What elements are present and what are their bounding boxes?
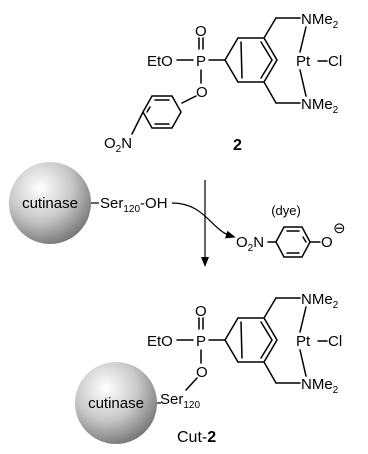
dye-annotation: (dye) [271,203,301,218]
product-amine-top: NMe2 [301,291,339,311]
n-pt-bond-bottom [299,69,307,97]
ch2-arm-top [263,17,277,39]
phenolate-ring [275,226,311,258]
nitro-bond [131,111,144,135]
compound-label-2: 2 [233,137,242,154]
cutinase-label-top: cutinase [22,195,78,212]
negative-charge: ⊖ [333,220,346,237]
product-n-pt-bond-top [299,306,307,333]
product-oxo-oxygen: O [195,303,207,320]
product-platinum-atom: Pt [296,333,311,350]
product-pincer-ring [224,317,278,363]
amine-top: NMe2 [301,11,339,31]
product-ch2-arm-top [263,297,277,319]
product-ch2-arm-bottom [263,361,277,384]
cutinase-label-bottom: cutinase [88,395,144,412]
curved-arrow [171,202,236,239]
phenolate-oxygen: O [321,234,333,251]
compound-label-cut-2: Cut-2 [177,429,216,446]
product-amine-bottom: NMe2 [301,376,339,396]
pincer-aryl-ring [224,37,278,83]
ethoxy-group: EtO [147,53,173,70]
ester-oxygen: O [196,84,208,101]
oxo-oxygen: O [195,23,207,40]
cutinase-sphere-top [9,162,91,244]
platinum-atom: Pt [296,53,311,70]
product-cut-2: NMe2 NMe2 Pt Cl O P EtO O cutinase Ser12… [75,291,342,446]
n-pt-bond-top [299,26,307,53]
o-aryl-bond [181,95,197,104]
serine-hydroxyl: Ser120-OH [100,195,168,215]
compound-2: NMe2 NMe2 Pt Cl O P EtO O O2N 2 [104,11,342,155]
product-o-ser-bond [185,377,198,391]
product-ethoxy-group: EtO [147,333,173,350]
chloride: Cl [328,53,342,70]
leaving-nitro-group: O2N [236,234,264,254]
nitrophenyl-ring [142,95,182,129]
cutinase-sphere-bottom [75,362,157,444]
ch2-arm-bottom [263,81,277,104]
product-n-pt-bond-bottom [299,349,307,377]
product-serine: Ser120 [160,391,200,411]
reaction-step: cutinase Ser120-OH (dye) O2N O ⊖ [9,162,346,267]
phosphorus-atom: P [196,53,206,70]
product-chloride: Cl [328,333,342,350]
nitro-group: O2N [104,135,132,155]
product-ester-oxygen: O [196,364,208,381]
amine-bottom: NMe2 [301,96,339,116]
product-phosphorus-atom: P [196,333,206,350]
